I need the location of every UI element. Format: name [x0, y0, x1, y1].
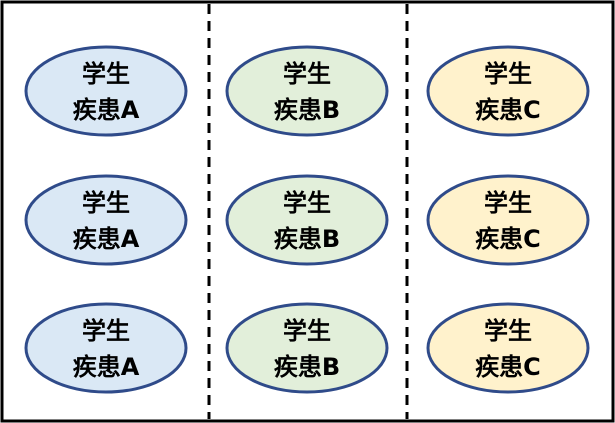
- node-label-line1: 学生: [283, 189, 331, 217]
- node-label-line1: 学生: [82, 189, 130, 217]
- node-label-line1: 学生: [82, 60, 130, 88]
- node-ellipse: [24, 174, 188, 266]
- node-label-line2: 疾患A: [73, 353, 140, 381]
- node-label-line2: 疾患B: [274, 353, 340, 381]
- node-label-line1: 学生: [484, 317, 532, 345]
- node-label-line2: 疾患B: [274, 96, 340, 124]
- node-grid: 学生疾患A学生疾患A学生疾患A学生疾患B学生疾患B学生疾患B学生疾患C学生疾患C…: [24, 45, 590, 394]
- node-label-line2: 疾患C: [475, 96, 541, 124]
- node-label-line1: 学生: [82, 317, 130, 345]
- node-ellipse: [426, 174, 590, 266]
- node-label-line1: 学生: [283, 317, 331, 345]
- node-ellipse: [24, 302, 188, 394]
- node-label-line2: 疾患C: [475, 225, 541, 253]
- node-ellipse: [24, 45, 188, 137]
- node-ellipse: [225, 302, 389, 394]
- node-label-line2: 疾患B: [274, 225, 340, 253]
- node-label-line2: 疾患A: [73, 96, 140, 124]
- node-label-line1: 学生: [484, 60, 532, 88]
- node-label-line1: 学生: [283, 60, 331, 88]
- node-ellipse: [225, 45, 389, 137]
- node-label-line1: 学生: [484, 189, 532, 217]
- node-label-line2: 疾患C: [475, 353, 541, 381]
- node-ellipse: [426, 45, 590, 137]
- node-ellipse: [426, 302, 590, 394]
- node-label-line2: 疾患A: [73, 225, 140, 253]
- node-ellipse: [225, 174, 389, 266]
